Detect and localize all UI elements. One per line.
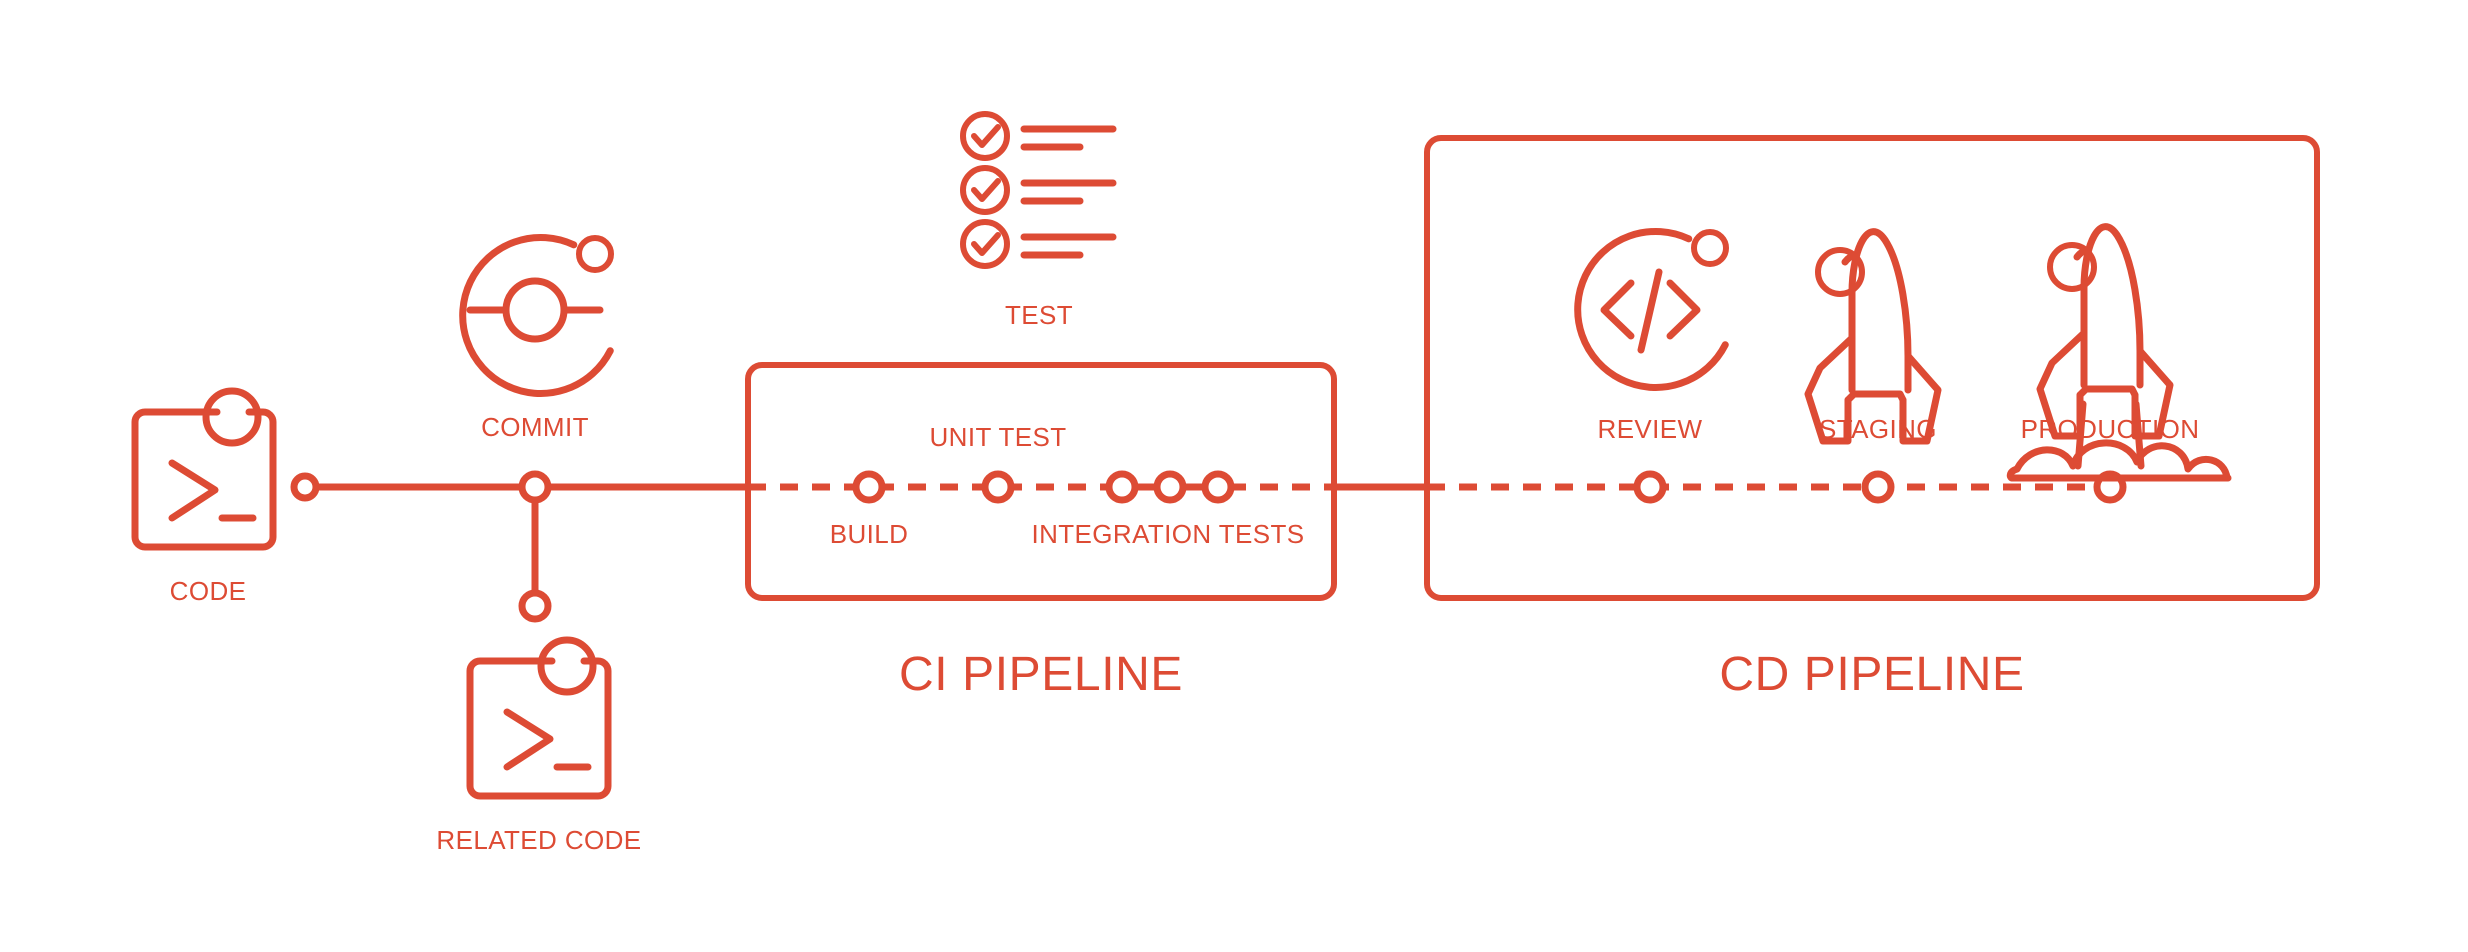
- ci-pipeline-title: CI PIPELINE: [899, 648, 1183, 701]
- node-code-start[interactable]: [290, 472, 320, 502]
- rocket-launch-icon: [2006, 223, 2232, 482]
- review-label: REVIEW: [1598, 414, 1703, 444]
- checklist-icon: [960, 111, 1117, 269]
- code-review-icon: [1574, 228, 1729, 391]
- node-integration-test-2[interactable]: [1153, 470, 1187, 504]
- node-commit[interactable]: [518, 470, 552, 504]
- commit-orbit-icon: [459, 234, 614, 397]
- commit-label: COMMIT: [481, 412, 589, 442]
- test-label: TEST: [1005, 300, 1073, 330]
- node-staging[interactable]: [1861, 470, 1895, 504]
- node-integration-test-1[interactable]: [1105, 470, 1139, 504]
- production-label: PRODUCTION: [2021, 414, 2200, 444]
- node-related-code[interactable]: [518, 589, 552, 623]
- cd-pipeline-title: CD PIPELINE: [1719, 648, 2024, 701]
- unit-test-label: UNIT TEST: [930, 422, 1067, 452]
- related-code-icon: [466, 636, 612, 800]
- integration-tests-label: INTEGRATION TESTS: [1031, 519, 1304, 549]
- rocket-icon: [1804, 228, 1942, 445]
- terminal-code-icon: [131, 387, 277, 551]
- node-unit-test[interactable]: [981, 470, 1015, 504]
- node-build[interactable]: [852, 470, 886, 504]
- build-label: BUILD: [830, 519, 909, 549]
- code-label: CODE: [170, 576, 247, 606]
- cd-pipeline-box: [1424, 135, 2320, 601]
- related-code-label: RELATED CODE: [436, 825, 641, 855]
- staging-label: STAGING: [1819, 414, 1937, 444]
- ci-pipeline-box: [745, 362, 1337, 601]
- node-review[interactable]: [1633, 470, 1667, 504]
- node-integration-test-3[interactable]: [1201, 470, 1235, 504]
